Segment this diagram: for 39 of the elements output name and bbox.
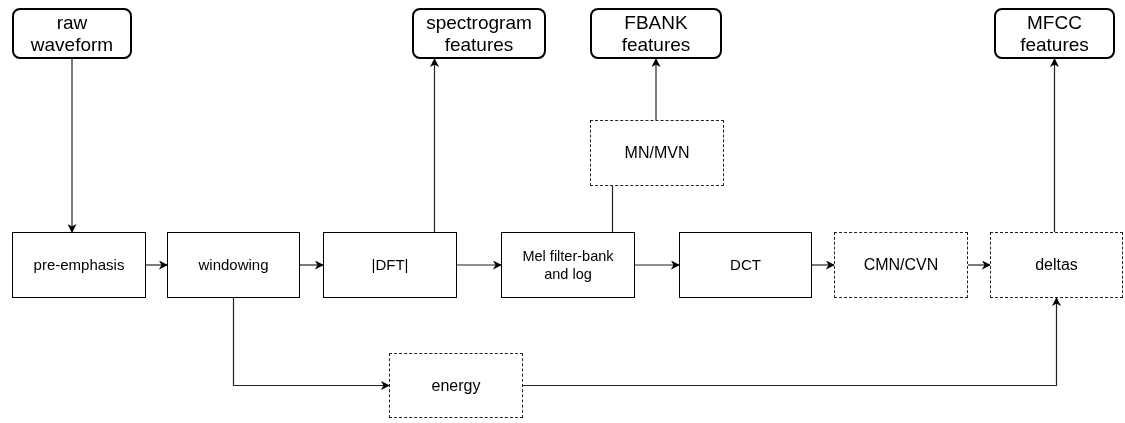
- arrow: [456, 260, 502, 270]
- node-label: MN/MVN: [623, 144, 691, 162]
- arrow: [651, 58, 661, 121]
- process-box: [990, 232, 1123, 298]
- process-box: [323, 232, 457, 298]
- node-label: MFCC features: [1019, 11, 1090, 56]
- node-label: raw waveform: [29, 11, 115, 56]
- output-box: [412, 8, 546, 59]
- node-label: spectrogram features: [425, 11, 533, 56]
- node-label: deltas: [1034, 256, 1079, 274]
- output-box: [590, 8, 722, 59]
- arrow: [67, 58, 77, 233]
- node-label: Mel filter-bank and log: [521, 246, 615, 284]
- output-box: [994, 8, 1115, 59]
- node-label: windowing: [197, 255, 270, 275]
- arrow: [967, 260, 991, 270]
- process-box: [12, 232, 146, 298]
- arrow: [430, 58, 439, 233]
- output-box: [12, 8, 132, 59]
- arrow: [522, 297, 1061, 387]
- connector-line: [611, 185, 614, 233]
- process-box: [501, 232, 635, 298]
- node-label: pre-emphasis: [32, 255, 126, 275]
- process-box: [834, 232, 968, 298]
- node-label: CMN/CVN: [862, 256, 940, 274]
- process-box: [679, 232, 812, 298]
- node-label: energy: [430, 376, 482, 395]
- arrow: [145, 260, 168, 270]
- process-box: [389, 353, 523, 418]
- arrow: [232, 297, 390, 390]
- arrow: [1050, 58, 1059, 233]
- process-box: [167, 232, 300, 298]
- node-label: FBANK features: [620, 11, 692, 56]
- arrow: [634, 260, 680, 270]
- process-box: [590, 120, 724, 186]
- node-label: |DFT|: [370, 255, 410, 275]
- arrow: [299, 260, 324, 270]
- arrow: [811, 260, 835, 270]
- node-label: DCT: [729, 255, 762, 275]
